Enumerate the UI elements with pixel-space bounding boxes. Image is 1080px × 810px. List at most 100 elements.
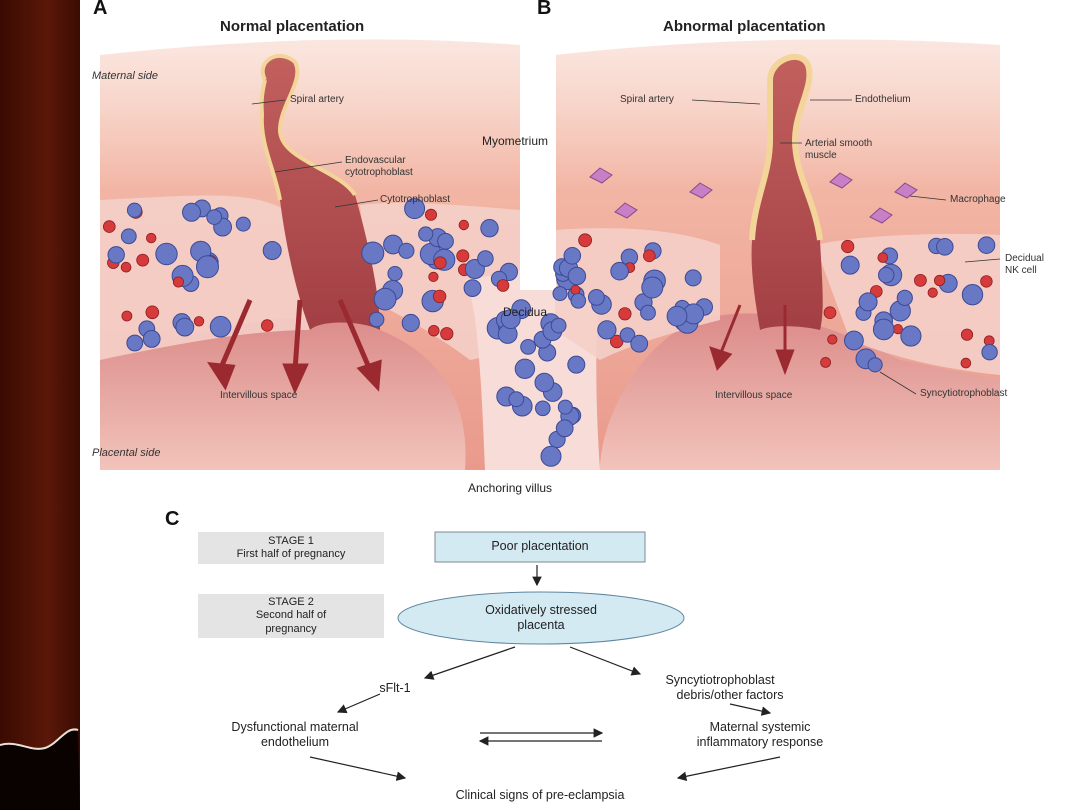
red-blood-cell [960,328,974,341]
panel-a-spiral-artery [261,55,380,330]
panel-b-intervillous-space [600,313,1000,470]
trophoblast-cell [563,247,582,265]
trophoblast-cell [641,276,664,299]
stage-2-box: STAGE 2 Second half of pregnancy [198,594,384,638]
arterial-smooth-muscle-line2: muscle [805,150,837,161]
red-blood-cell [428,271,439,282]
villus-cell [508,391,525,408]
trophoblast-cell [684,269,702,287]
placental-side-label: Placental side [92,447,161,459]
anchoring-villus-label: Anchoring villus [468,481,553,495]
macrophage-cell [894,182,918,199]
arterial-smooth-muscle-line1: Arterial smooth [805,138,873,149]
panel-b-title: Abnormal placentation [663,18,826,35]
trophoblast-cell [878,266,895,284]
macrophage-label: Macrophage [950,194,1006,205]
decidual-nk-line2: NK cell [1005,265,1037,276]
stage-2-subtitle-line1: Second half of [255,609,327,622]
trophoblast-cell [126,202,143,218]
trophoblast-cell [126,334,144,352]
red-blood-cell [933,274,946,287]
villus-cell [550,317,567,334]
poor-placentation-label: Poor placentation [491,539,589,553]
villus-cell [534,372,555,393]
oxidatively-stressed-line1: Oxidatively stressed [485,603,597,617]
trophoblast-cell [900,325,922,347]
red-blood-cell [841,239,855,254]
trophoblast-cell [844,330,864,351]
red-blood-cell [960,357,972,369]
trophoblast-cell [872,318,895,341]
villus-cell [570,293,587,309]
trophoblast-cell [961,284,984,306]
trophoblast-cell [361,241,385,265]
oxidatively-stressed-line2: placenta [517,618,565,632]
panel-divider [520,0,556,290]
villus-cell [520,339,537,355]
stage-1-box: STAGE 1 First half of pregnancy [198,532,384,564]
red-blood-cell [820,356,831,368]
stage-1-title: STAGE 1 [268,534,314,547]
red-blood-cell [642,249,656,263]
trophoblast-cell [981,344,998,361]
red-blood-cell [618,307,632,321]
macrophage-cell [589,167,613,184]
trophoblast-cell [619,327,636,343]
villus-cell [514,358,536,379]
endovascular-label-line1: Endovascular [345,155,406,166]
macrophage-cell [869,207,893,224]
villus-cell [567,355,586,374]
trophoblast-cell [262,241,282,260]
villus-cell [535,400,551,417]
trophoblast-cell [666,305,688,327]
red-blood-cell [877,252,889,263]
cytotrophoblast-label: Cytotrophoblast [380,194,451,205]
red-blood-cell [424,208,437,221]
trophoblast-cell [977,236,996,254]
sflt1-label: sFlt-1 [379,681,411,695]
trophoblast-cell [437,232,454,250]
trophoblast-cell [552,286,568,302]
trophoblast-cell [209,315,232,338]
intervillous-space-label-b: Intervillous space [715,390,793,401]
maternal-side-label: Maternal side [92,70,159,82]
trophoblast-cell [480,219,499,238]
red-blood-cell [980,275,993,288]
trophoblast-cell [610,261,629,281]
red-blood-cell [927,287,938,298]
blood-flow-arrows [207,299,795,395]
red-blood-cell [145,305,160,320]
red-blood-cell [193,316,205,327]
trophoblast-cell [373,287,397,311]
stage-1-subtitle: First half of pregnancy [236,548,346,560]
red-blood-cell [827,334,838,345]
maternal-systemic-line1: Maternal systemic [709,720,811,734]
red-blood-cell [102,220,116,233]
red-blood-cell [120,261,132,273]
villus-cell [500,309,521,330]
myometrium-label: Myometrium [482,134,549,148]
trophoblast-cell [640,304,656,321]
villus-cell [555,419,574,438]
maternal-systemic-line2: inflammatory response [696,735,824,749]
trophoblast-cell [840,255,860,275]
trophoblast-cell [597,320,617,340]
trophoblast-cell [477,250,494,267]
syncytiotrophoblast-debris-line1: Syncytiotrophoblast [665,673,775,687]
macrophage-cell [614,202,638,219]
trophoblast-cell [107,246,125,264]
trophoblast-cell [418,226,434,242]
trophoblast-cell [896,289,913,306]
villus-cell [557,399,573,415]
red-blood-cell [823,306,837,320]
trophoblast-cell [588,289,605,306]
dysfunctional-endothelium-line1: Dysfunctional maternal [231,720,359,734]
red-blood-cell [440,327,454,341]
intervillous-space-label-a: Intervillous space [220,390,298,401]
red-blood-cell [260,319,274,332]
red-blood-cell [433,256,447,270]
syncytiotrophoblast-label: Syncytiotrophoblast [920,388,1008,399]
clinical-signs-label: Clinical signs of pre-eclampsia [455,788,625,802]
red-blood-cell [432,289,447,304]
